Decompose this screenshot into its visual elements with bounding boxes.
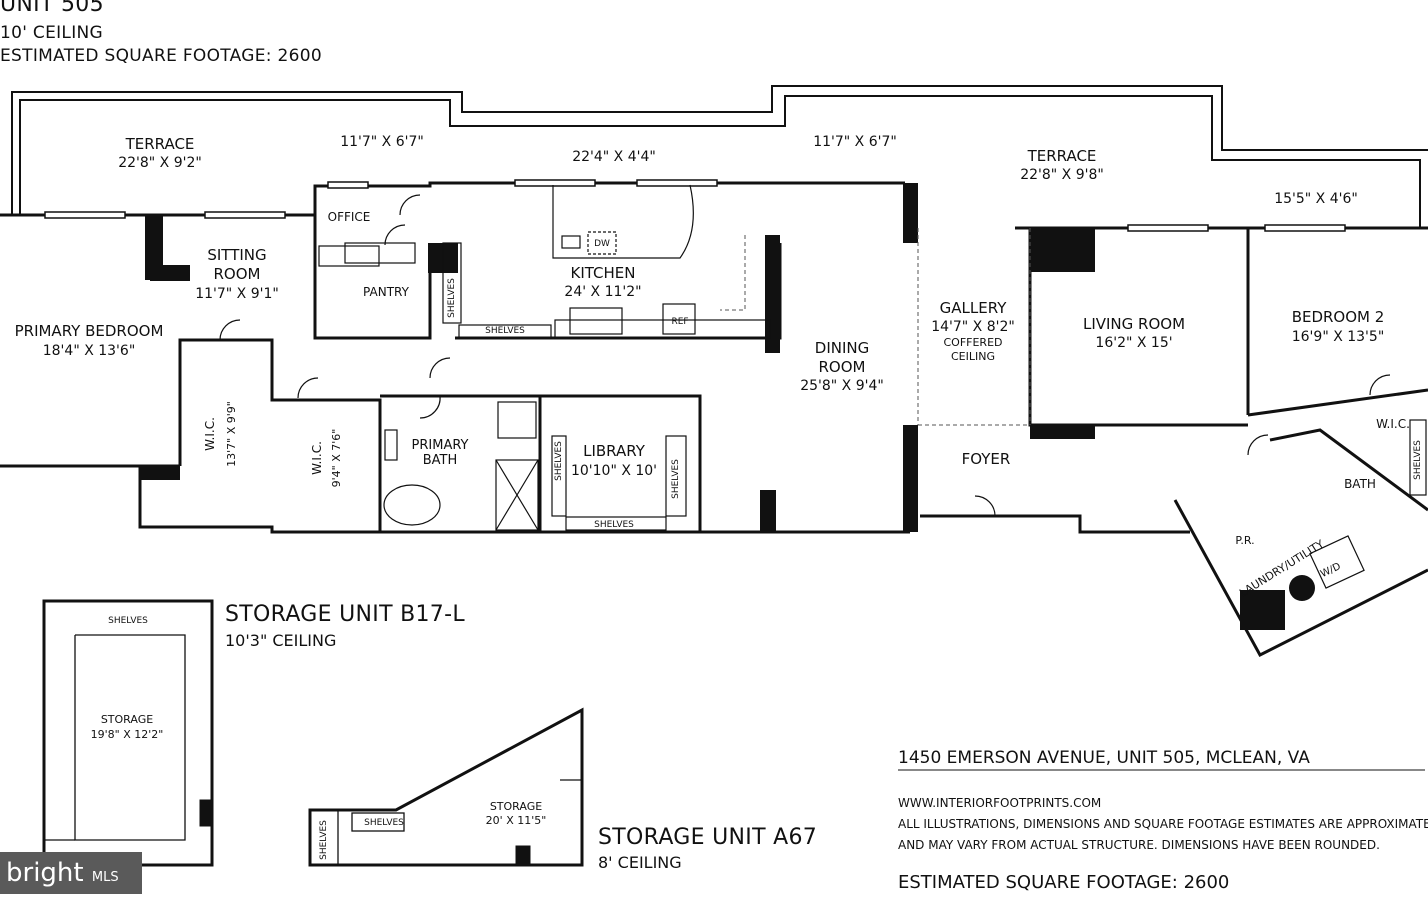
wic-3-label: W.I.C.	[1376, 417, 1410, 431]
property-address: 1450 EMERSON AVENUE, UNIT 505, MCLEAN, V…	[898, 748, 1310, 768]
office-label: OFFICE	[327, 210, 371, 224]
dim-top-3: 11'7" X 6'7"	[813, 134, 897, 150]
library-shelves-right: SHELVES	[671, 459, 681, 499]
sitting-room-label-1: SITTING	[207, 246, 267, 264]
bath-shelves-label: SHELVES	[1413, 440, 1423, 480]
sitting-room-label-2: ROOM	[213, 265, 261, 283]
primary-bath-label-1: PRIMARY	[411, 438, 469, 453]
bedroom-2-dim: 16'9" X 13'5"	[1291, 329, 1385, 345]
library-shelves-left: SHELVES	[554, 441, 564, 481]
website: WWW.INTERIORFOOTPRINTS.COM	[898, 796, 1102, 810]
bath-label: BATH	[1344, 477, 1376, 491]
gallery-dim: 14'7" X 8'2"	[931, 319, 1015, 335]
foyer-label: FOYER	[961, 450, 1011, 468]
watermark-suffix: MLS	[91, 870, 119, 885]
living-room-label: LIVING ROOM	[1082, 315, 1186, 333]
dim-top-4: 15'5" X 4'6"	[1274, 191, 1358, 207]
pantry-label: PANTRY	[363, 285, 409, 299]
terrace-inner-outline	[19, 95, 1421, 228]
kitchen-shelves-label: SHELVES	[485, 326, 525, 336]
terrace-right-label: TERRACE	[1027, 147, 1097, 165]
primary-bath-label-2: BATH	[422, 453, 458, 468]
storage-b-shelves: SHELVES	[108, 616, 148, 626]
kitchen-dim: 24' X 11'2"	[564, 284, 642, 300]
storage-a-ceiling: 8' CEILING	[598, 853, 682, 872]
terrace-left-label: TERRACE	[125, 135, 195, 153]
library-shelves-bottom: SHELVES	[594, 520, 634, 530]
storage-a-room-label: STORAGE	[489, 800, 543, 813]
wic-1-label: W.I.C.	[203, 417, 217, 451]
terrace-right-dim: 22'8" X 9'8"	[1020, 167, 1104, 183]
dining-room-label-2: ROOM	[818, 358, 866, 376]
library-dim: 10'10" X 10'	[570, 463, 658, 479]
square-footage: ESTIMATED SQUARE FOOTAGE: 2600	[0, 46, 322, 66]
unit-title: UNIT 505	[0, 0, 104, 17]
storage-b-title: STORAGE UNIT B17-L	[225, 602, 465, 627]
bedroom-2-label: BEDROOM 2	[1291, 308, 1385, 326]
storage-a-shelves-h: SHELVES	[364, 818, 404, 828]
bright-mls-watermark: bright MLS	[0, 852, 142, 894]
footer-square-footage: ESTIMATED SQUARE FOOTAGE: 2600	[898, 872, 1230, 893]
storage-b-dim: 19'8" X 12'2"	[90, 728, 164, 741]
wic-2-dim: 9'4" X 7'6"	[330, 428, 343, 488]
watermark-brand: bright	[6, 858, 84, 888]
primary-bedroom-dim: 18'4" X 13'6"	[42, 343, 136, 359]
disclaimer-line-2: AND MAY VARY FROM ACTUAL STRUCTURE. DIME…	[898, 838, 1380, 852]
wall-wing	[1173, 499, 1428, 657]
terrace-left-dim: 22'8" X 9'2"	[118, 155, 202, 171]
wall-bottom	[138, 466, 910, 534]
disclaimer-line-1: ALL ILLUSTRATIONS, DIMENSIONS AND SQUARE…	[898, 817, 1428, 831]
ceiling-height: 10' CEILING	[0, 23, 104, 43]
dining-room-dim: 25'8" X 9'4"	[800, 378, 884, 394]
storage-b-ceiling: 10'3" CEILING	[225, 631, 337, 650]
terrace-outline	[11, 85, 1428, 215]
primary-bedroom-label: PRIMARY BEDROOM	[14, 322, 164, 340]
kitchen-label: KITCHEN	[570, 264, 636, 282]
storage-a-dim: 20' X 11'5"	[485, 814, 547, 827]
pantry-shelves-label: SHELVES	[447, 278, 457, 318]
gallery-note-2: CEILING	[951, 350, 995, 363]
dishwasher-label: DW	[594, 239, 610, 249]
sitting-room-dim: 11'7" X 9'1"	[195, 286, 279, 302]
library-label: LIBRARY	[583, 442, 645, 460]
dining-room-label-1: DINING	[814, 339, 870, 357]
wic-2-label: W.I.C.	[310, 441, 324, 475]
refrigerator-label: REF	[671, 317, 689, 327]
dim-top-2: 22'4" X 4'4"	[572, 149, 656, 165]
living-room-dim: 16'2" X 15'	[1095, 335, 1173, 351]
wall-primary-bedroom	[0, 181, 905, 217]
storage-a-title: STORAGE UNIT A67	[598, 825, 818, 850]
powder-room-label: P.R.	[1235, 534, 1255, 547]
gallery-label: GALLERY	[939, 299, 1007, 317]
dim-top-1: 11'7" X 6'7"	[340, 134, 424, 150]
storage-b-room-label: STORAGE	[100, 713, 154, 726]
wic-1-dim: 13'7" X 9'9"	[225, 401, 238, 467]
storage-a-shelves-v: SHELVES	[319, 820, 329, 860]
gallery-note-1: COFFERED	[943, 336, 1003, 349]
